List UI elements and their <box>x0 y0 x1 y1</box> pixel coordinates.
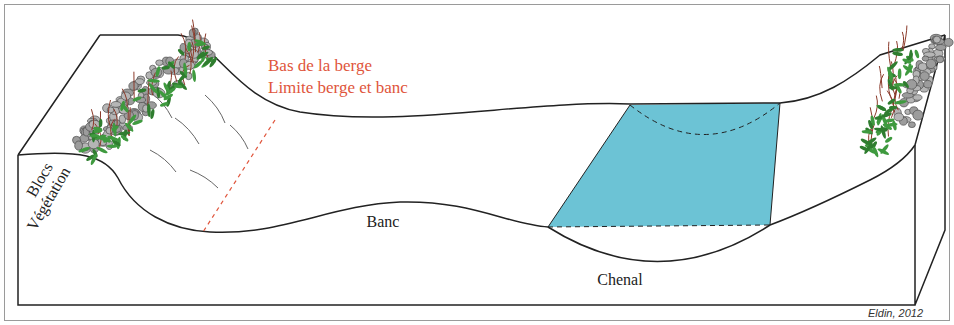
plant-leaf <box>162 82 171 94</box>
plant-leaf <box>118 131 131 136</box>
plant-leaf <box>892 48 903 52</box>
block-stone <box>920 72 929 81</box>
box-edges <box>18 35 945 305</box>
plant-leaf <box>124 122 135 133</box>
plant-leaf <box>193 59 204 69</box>
plant-leaf <box>881 112 892 118</box>
plant-leaf <box>876 104 887 112</box>
plant-leaf <box>863 141 874 155</box>
plant-stem <box>108 100 110 127</box>
block-stone <box>944 38 953 46</box>
water <box>548 103 780 227</box>
plant-stem <box>193 20 196 40</box>
block-stone <box>106 127 113 134</box>
plant-leaf <box>147 82 158 95</box>
plant-leaf <box>174 84 183 89</box>
plant-leaf <box>902 80 910 89</box>
plant-leaf <box>872 146 880 158</box>
plant-leaf <box>107 144 118 148</box>
plant-leaf <box>898 68 902 79</box>
plant-leaf <box>147 103 152 117</box>
block-stone <box>936 56 944 63</box>
plant-leaf <box>194 38 206 45</box>
block-stone <box>926 59 936 68</box>
plant-leaf <box>877 104 887 112</box>
plant-leaf <box>884 136 893 144</box>
back-profile <box>100 35 945 117</box>
block-stone <box>156 60 163 66</box>
plant-leaf <box>187 42 191 52</box>
plant-leaf <box>908 63 912 72</box>
plant-leaf <box>147 79 160 83</box>
plant-leaf <box>867 119 874 129</box>
plant-leaf <box>192 69 197 82</box>
bank-limit-line <box>203 120 275 232</box>
plant-stem <box>889 42 891 66</box>
block-stone <box>918 63 927 71</box>
plant-leaf <box>892 51 903 56</box>
plant-leaf <box>195 50 205 61</box>
plant-leaf <box>99 119 103 127</box>
front-profile <box>18 145 915 262</box>
frame <box>5 5 950 321</box>
plant-leaf <box>161 66 170 70</box>
block-stone <box>913 110 923 120</box>
water-edges <box>548 103 780 227</box>
plant-stem <box>174 56 179 81</box>
block-stone <box>933 36 940 43</box>
bank-strokes <box>150 92 248 188</box>
block-stone <box>75 141 83 150</box>
plant-leaf <box>182 62 187 76</box>
plant-stem <box>879 66 882 88</box>
plant-stem <box>903 26 907 51</box>
plant-leaf <box>137 88 147 93</box>
vegetation-group <box>78 20 920 166</box>
part-label: Banc <box>367 213 400 231</box>
plant-leaf <box>874 115 883 120</box>
block-stone <box>924 81 932 88</box>
boundary-label: Bas de la berge <box>268 56 372 76</box>
plant-leaf <box>155 66 161 77</box>
channel-back-bed <box>630 103 780 135</box>
boundary-label: Limite berge et banc <box>268 78 408 98</box>
plant-leaf <box>177 48 185 56</box>
plant-stem <box>191 42 193 62</box>
block-stone <box>894 113 904 121</box>
plant-stem <box>133 72 134 99</box>
plant-leaf <box>120 134 129 142</box>
plant-leaf <box>111 125 120 132</box>
plant-leaf <box>159 101 168 107</box>
plant-leaf <box>886 66 894 80</box>
plant-leaf <box>163 93 174 101</box>
plant-leaf <box>889 86 898 90</box>
plant-leaf <box>127 114 138 126</box>
part-label: Chenal <box>597 271 642 289</box>
plant-stem <box>901 32 903 50</box>
plant-leaf <box>96 146 109 155</box>
plant-leaf <box>93 128 103 133</box>
plant-leaf <box>132 96 142 103</box>
plant-stem <box>91 109 93 130</box>
plant-leaf <box>121 103 130 113</box>
plant-leaf <box>102 135 112 143</box>
plant-leaf <box>893 99 907 105</box>
plant-leaf <box>90 153 99 166</box>
plant-leaf <box>90 134 99 138</box>
plant-leaf <box>887 98 896 106</box>
plant-leaf <box>892 120 898 131</box>
plant-leaf <box>208 56 218 68</box>
block-stone <box>908 122 915 128</box>
channel-water-front <box>548 225 770 227</box>
plant-leaf <box>862 130 873 134</box>
plant-leaf <box>914 49 920 58</box>
plant-leaf <box>882 123 893 131</box>
credit-note: Eldin, 2012 <box>868 307 923 320</box>
plant-leaf <box>78 146 91 154</box>
plant-leaf <box>877 147 890 156</box>
block-stone <box>913 95 922 101</box>
blocks-group <box>73 28 954 153</box>
plant-leaf <box>874 127 888 133</box>
block-stone <box>936 45 947 51</box>
